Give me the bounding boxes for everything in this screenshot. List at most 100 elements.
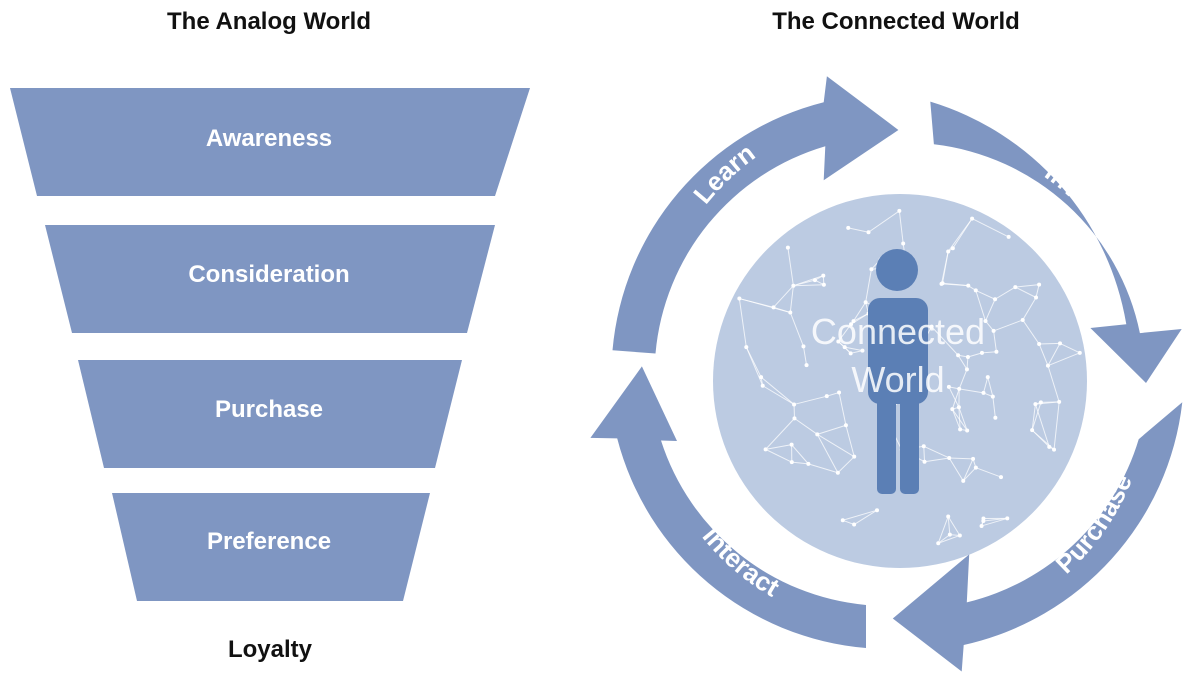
network-node (946, 249, 951, 254)
network-line (1022, 319, 1040, 345)
network-node (836, 339, 841, 344)
funnel-label-consideration: Consideration (188, 261, 350, 288)
network-line (739, 298, 791, 313)
network-node (965, 428, 970, 433)
network-node (791, 283, 796, 288)
connected-world-title: The Connected World (772, 8, 1020, 35)
network-line (942, 251, 949, 284)
network-node (801, 344, 806, 349)
network-node (979, 523, 984, 528)
network-node (981, 390, 986, 395)
cycle-arrow-learn (612, 76, 899, 354)
analog-world-title: The Analog World (167, 8, 371, 35)
network-node (1058, 341, 1063, 346)
network-node (947, 455, 952, 460)
network-line (793, 284, 824, 287)
network-node (1020, 317, 1025, 322)
network-node (1005, 516, 1010, 521)
network-node (869, 267, 874, 272)
network-node (785, 245, 790, 250)
network-line (838, 392, 847, 426)
network-line (958, 407, 961, 430)
network-node (737, 296, 742, 301)
network-line (948, 457, 964, 482)
network-node (1033, 402, 1038, 407)
network-node (815, 432, 820, 437)
network-line (1047, 352, 1080, 367)
network-node (1030, 428, 1035, 433)
network-line (994, 286, 1016, 300)
funnel-stage-preference (112, 493, 430, 601)
network-line (975, 290, 986, 322)
network-node (1047, 444, 1052, 449)
network-node (970, 216, 975, 221)
network-node (1034, 295, 1039, 300)
network-node (981, 518, 986, 523)
network-node (956, 353, 961, 358)
network-node (957, 386, 962, 391)
network-line (958, 407, 968, 431)
network-node (846, 225, 851, 230)
network-line (948, 386, 960, 408)
network-line (791, 444, 809, 465)
network-line (931, 326, 959, 356)
network-line (983, 517, 1008, 522)
network-line (985, 320, 994, 332)
person-icon (868, 249, 928, 494)
network-node (901, 241, 906, 246)
network-line (983, 376, 989, 394)
network-line (802, 346, 808, 366)
network-node (1057, 399, 1062, 404)
network-node (983, 318, 988, 323)
network-node (1077, 350, 1082, 355)
network-line (947, 516, 961, 536)
network-line (787, 247, 794, 286)
network-line (1035, 284, 1040, 298)
funnel-stage-purchase (78, 360, 462, 468)
network-line (868, 210, 900, 233)
network-node (956, 405, 961, 410)
funnel-label-preference: Preference (206, 528, 332, 555)
network-node (1037, 341, 1042, 346)
network-node (971, 456, 976, 461)
network-node (806, 461, 811, 466)
network-line (837, 456, 855, 474)
network-node (812, 278, 817, 283)
network-line (1059, 342, 1081, 354)
network-line (1031, 402, 1042, 431)
network-line (762, 385, 795, 405)
network-node (964, 367, 969, 372)
network-node (852, 454, 857, 459)
network-line (791, 461, 809, 465)
network-line (773, 285, 794, 308)
network-line (842, 519, 855, 525)
network-node (821, 273, 826, 278)
network-line (992, 396, 996, 418)
network-line (962, 467, 977, 482)
network-line (959, 388, 984, 394)
network-line (987, 377, 994, 397)
network-line (985, 299, 996, 322)
network-line (1022, 297, 1037, 321)
network-node (744, 345, 749, 350)
network-line (966, 356, 969, 370)
network-line (760, 376, 795, 405)
network-line (938, 534, 961, 544)
network-line (975, 467, 1002, 478)
network-node (1013, 285, 1018, 290)
network-line (816, 434, 839, 473)
network-line (958, 369, 968, 390)
network-line (853, 301, 867, 322)
network-line (844, 346, 863, 352)
network-node (1037, 282, 1042, 287)
network-line (981, 517, 1008, 527)
network-node (973, 288, 978, 293)
network-line (957, 354, 968, 370)
center-label-line1: Connected (811, 311, 985, 352)
network-node (1052, 447, 1057, 452)
network-line (981, 351, 997, 354)
network-node (1006, 234, 1011, 239)
network-node (985, 375, 990, 380)
network-node (860, 348, 865, 353)
network-line (951, 388, 960, 410)
